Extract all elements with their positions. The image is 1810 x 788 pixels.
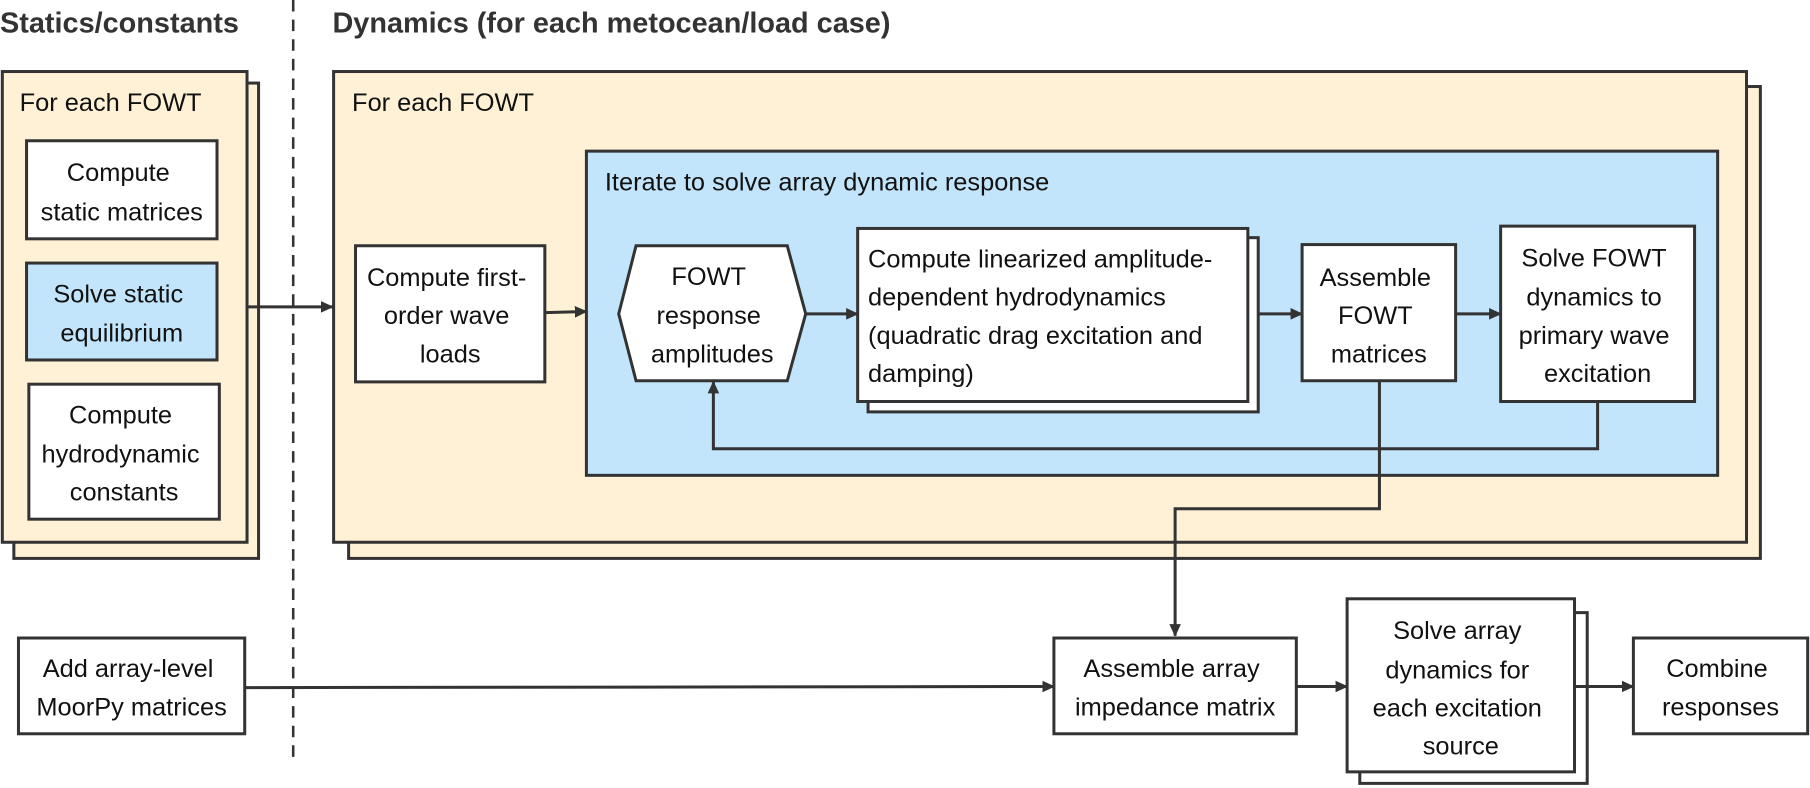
assemble-array-impedance-box[interactable]: Assemble array impedance matrix — [1052, 636, 1298, 736]
compute-hydrodynamic-constants-box[interactable]: Compute hydrodynamic constants — [27, 382, 221, 521]
svg-text:Assemble array impedance: Assemble array impedance matrix — [1075, 655, 1276, 721]
svg-text:FOWT response: FOWT response amplitudes — [651, 263, 774, 368]
arrow-wave-loads-to-iterate — [544, 306, 588, 318]
assemble-fowt-matrices-box[interactable]: Assemble FOWT matrices — [1300, 243, 1458, 383]
statics-group-label: For each FOWT — [20, 89, 202, 117]
svg-text:Assemble FOWT: Assemble FOWT matrices — [1320, 264, 1439, 368]
svg-text:Combine responses: Combine responses — [1662, 655, 1779, 721]
iterate-label: Iterate to solve array dynamic response — [605, 168, 1049, 196]
arrow-moorpy-to-impedance — [244, 680, 1056, 693]
iterate-region: Iterate to solve array dynamic response … — [584, 149, 1720, 477]
solve-static-equilibrium-box[interactable]: Solve static equilibrium — [25, 261, 219, 362]
dynamics-group-label: For each FOWT — [352, 89, 534, 117]
statics-group: For each FOWT Compute static matrices So… — [0, 70, 261, 560]
solve-array-dynamics-box[interactable]: Solve array dynamics for each excitation… — [1345, 597, 1589, 785]
compute-first-order-wave-loads-box[interactable]: Compute first- order wave loads — [354, 244, 547, 384]
fowt-response-amplitudes-hexagon[interactable]: FOWT response amplitudes — [617, 244, 808, 383]
dynamics-header: Dynamics (for each metocean/load case) — [332, 7, 890, 39]
statics-header: Statics/constants — [0, 7, 239, 39]
svg-text:Solve static equilibri: Solve static equilibrium — [53, 280, 190, 347]
combine-responses-box[interactable]: Combine responses — [1631, 636, 1810, 736]
svg-text:Compute static matrice: Compute static matrices — [41, 159, 203, 226]
dynamics-group: For each FOWT Compute first- order wave … — [332, 70, 1762, 560]
svg-text:Solve FOWT dynamics: Solve FOWT dynamics to primary wave exci… — [1519, 245, 1677, 388]
moorpy-matrices-box[interactable]: Add array-level MoorPy matrices — [16, 636, 247, 736]
svg-text:Compute first- order w: Compute first- order wave loads — [367, 264, 533, 368]
arrow-feedback-loop — [707, 380, 1600, 451]
linearized-hydrodynamics-box[interactable]: Compute linearized amplitude- dependent … — [856, 226, 1260, 414]
svg-text:Compute hydrodynamic: Compute hydrodynamic constants — [42, 401, 207, 506]
compute-static-matrices-box[interactable]: Compute static matrices — [25, 139, 219, 241]
svg-text:Compute linearized amplitude-: Compute linearized amplitude- dependent … — [868, 246, 1219, 388]
svg-text:Add array-level MoorPy m: Add array-level MoorPy matrices — [36, 655, 226, 721]
svg-text:Solve array dynamics for: Solve array dynamics for each excitation… — [1373, 617, 1549, 760]
arrow-assemble-to-impedance — [1169, 380, 1381, 637]
solve-fowt-dynamics-box[interactable]: Solve FOWT dynamics to primary wave exci… — [1499, 224, 1697, 403]
